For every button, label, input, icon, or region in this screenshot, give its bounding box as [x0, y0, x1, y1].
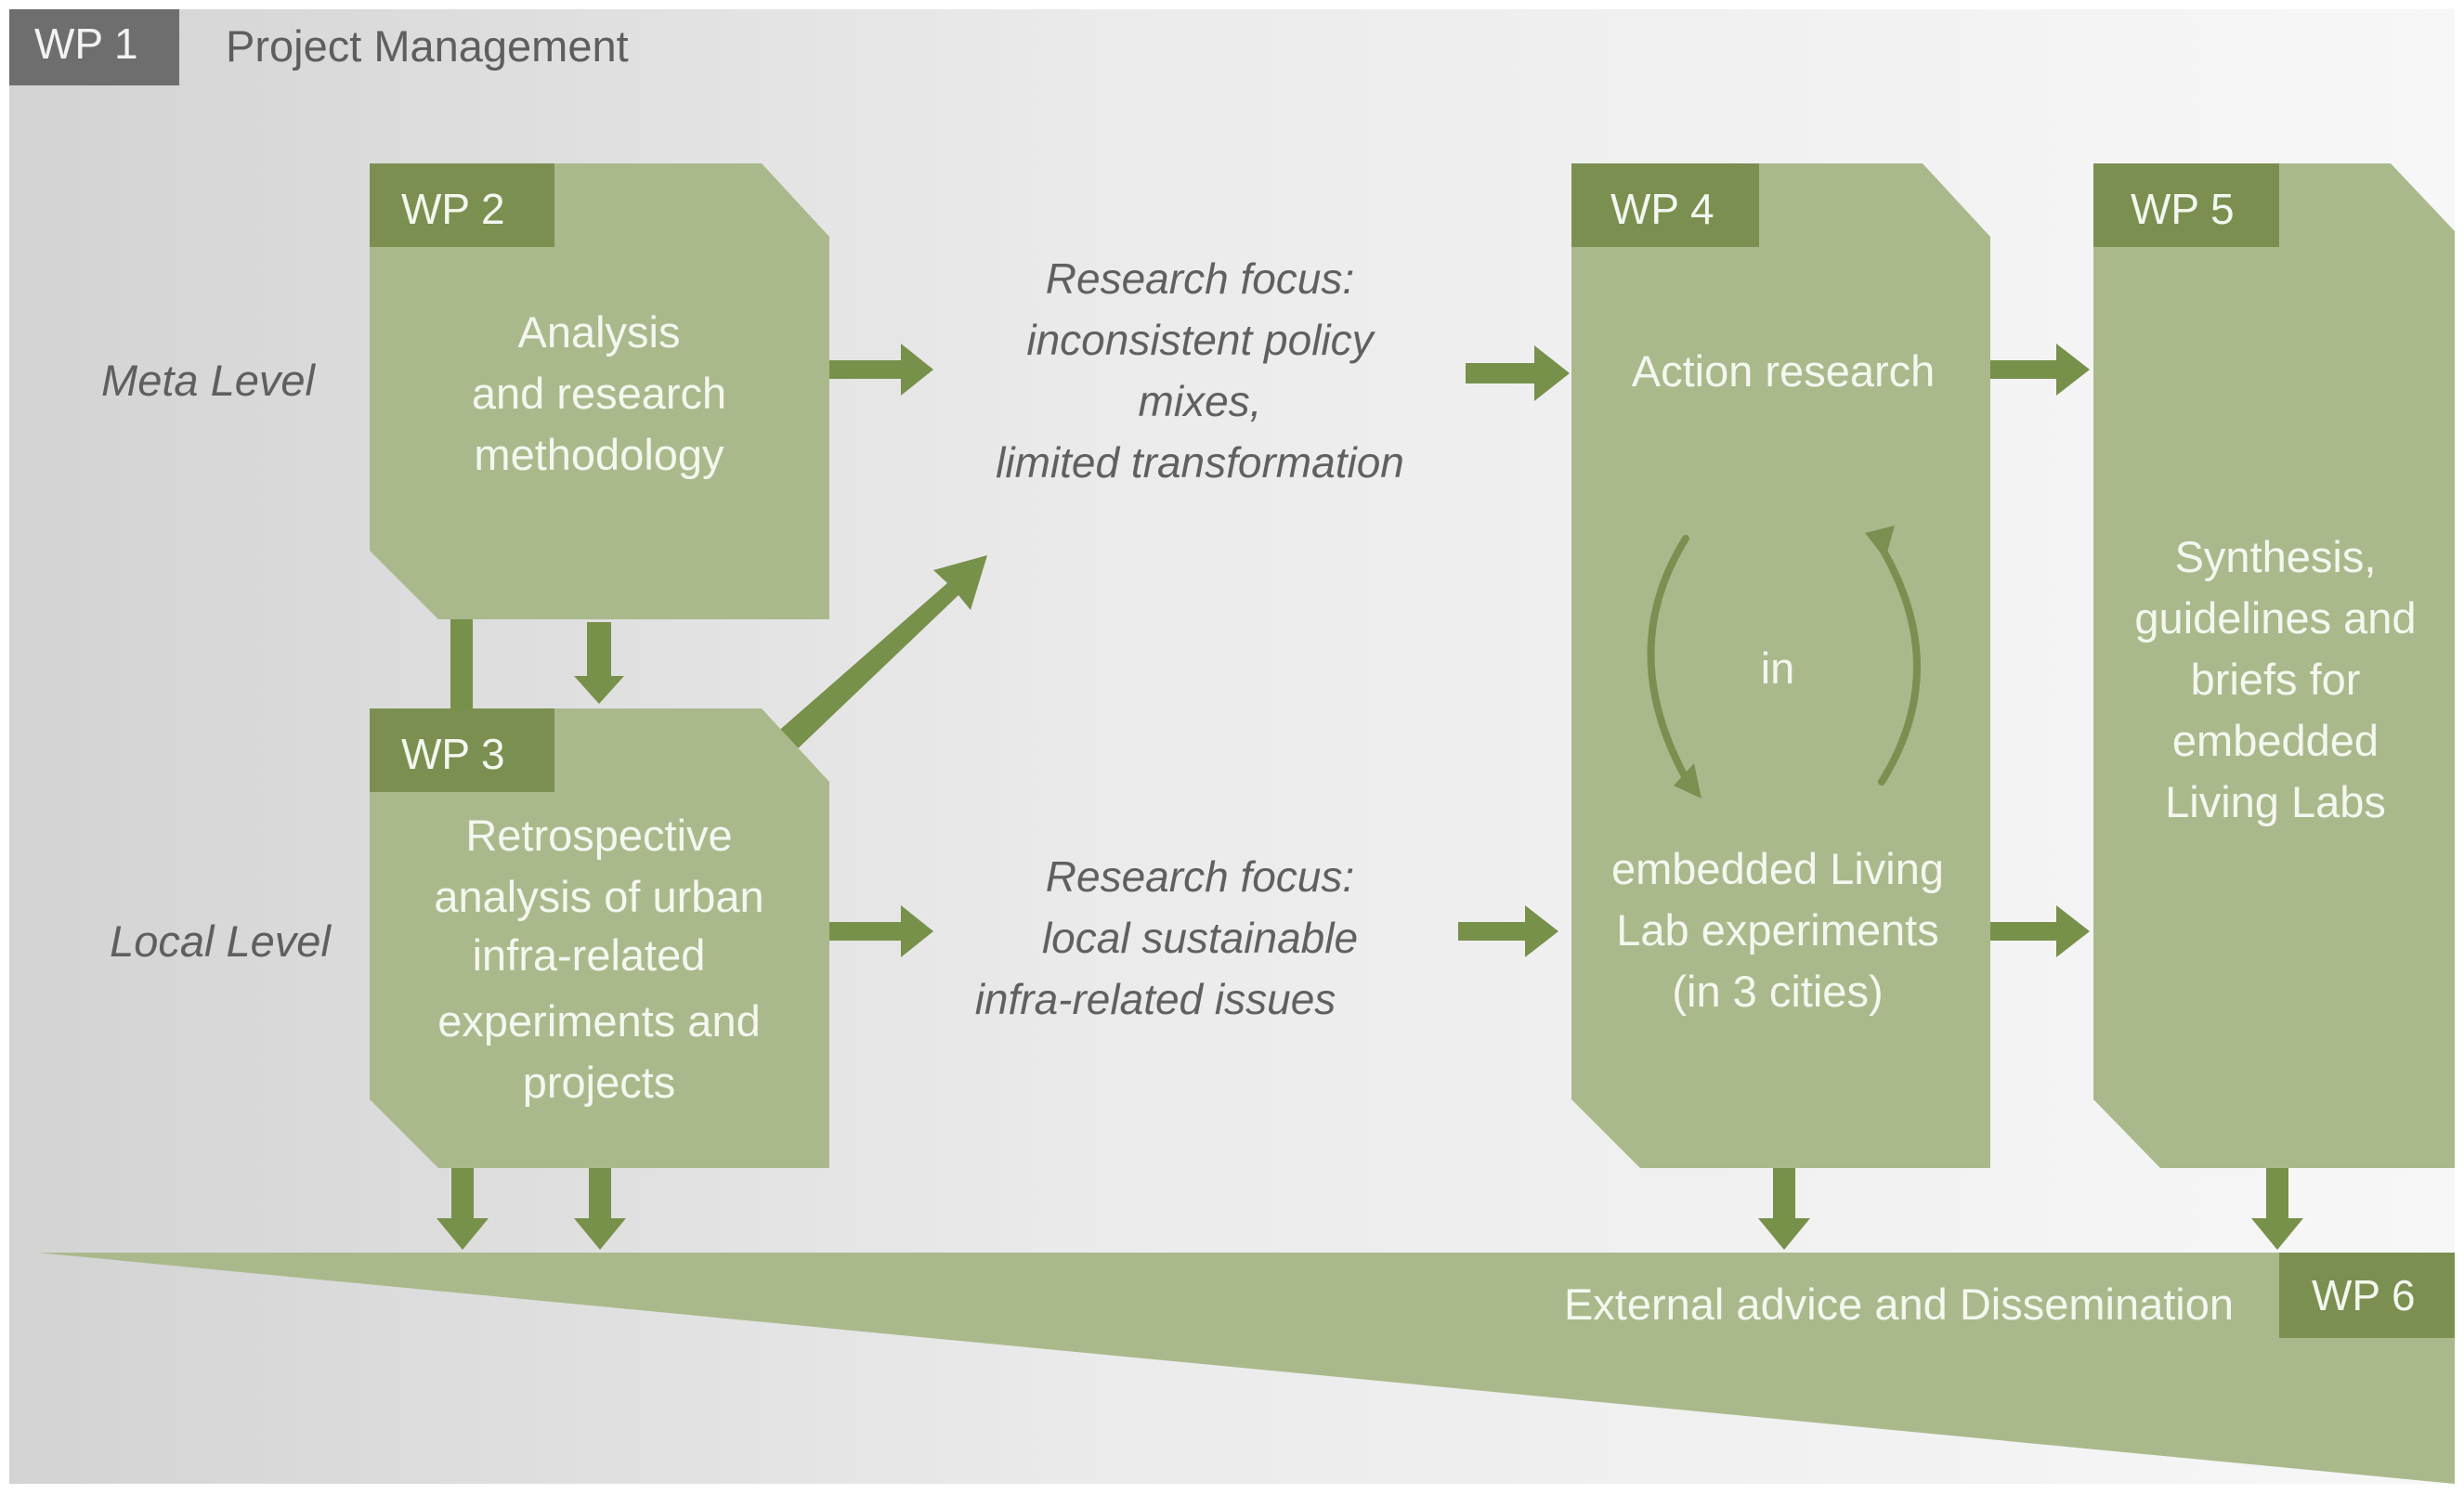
wp4-middle: in	[1761, 643, 1795, 693]
wp2-tag: WP 2	[401, 185, 505, 233]
wp3-tag: WP 3	[401, 730, 505, 778]
focus-meta-line-1: Research focus:	[1046, 254, 1354, 303]
focus-local-line-2: local sustainable	[1042, 914, 1358, 962]
wp1-title: Project Management	[226, 21, 629, 71]
focus-meta-line-4: limited transformation	[996, 438, 1404, 487]
arrow-focus-local-to-wp4	[1458, 905, 1558, 957]
dissemination-wedge	[37, 1253, 2455, 1484]
wp1-tag-box	[9, 9, 179, 85]
wp2-line-1: Analysis	[517, 307, 680, 357]
wp3-line-4: experiments and	[437, 996, 760, 1046]
wp3-tag-box	[370, 708, 554, 792]
arrow-wp3-down-right	[574, 1168, 626, 1250]
arrow-wp3-down-left	[437, 1168, 489, 1250]
arrow-wp2-to-focus-meta	[829, 344, 933, 396]
wp2-shape	[370, 163, 829, 619]
focus-meta-line-3: mixes,	[1139, 377, 1262, 425]
wp5-line-5: Living Labs	[2165, 777, 2386, 826]
wp3-line-3: infra-related	[473, 930, 706, 980]
wp4-tag: WP 4	[1610, 185, 1714, 233]
research-focus-local: Research focus: local sustainable infra-…	[975, 852, 1358, 1023]
wp5-shape	[2093, 163, 2455, 1168]
focus-local-line-3: infra-related issues	[975, 975, 1336, 1023]
local-level-label: Local Level	[110, 916, 332, 966]
wp3-box: WP 3 Retrospective analysis of urban inf…	[370, 708, 829, 1168]
wp2-tag-box	[370, 163, 554, 247]
arrow-wp4-to-wp5-bottom	[1990, 905, 2090, 957]
wp3-line-1: Retrospective	[465, 811, 732, 860]
wp3-line-5: projects	[523, 1058, 676, 1107]
arrows	[437, 344, 2303, 1250]
arrow-wp5-down	[2251, 1168, 2303, 1250]
wp6-dissemination: External advice and Dissemination WP 6	[37, 1253, 2455, 1484]
wp2-line-2: and research	[472, 369, 726, 418]
wp4-top: Action research	[1632, 346, 1936, 396]
wp5-tag-box	[2093, 163, 2279, 247]
cycle-arrow-left	[1647, 535, 1689, 782]
focus-meta-line-2: inconsistent policy	[1026, 316, 1375, 364]
cycle-arrowhead-right	[1865, 526, 1895, 559]
wp2-line-3: methodology	[474, 430, 724, 479]
meta-level-label: Meta Level	[101, 356, 316, 405]
focus-local-line-1: Research focus:	[1046, 852, 1354, 901]
wp4-tag-box	[1571, 163, 1759, 247]
wp5-line-4: embedded	[2172, 716, 2379, 765]
arrow-wp2-to-wp3	[574, 622, 624, 704]
arrow-wp3-to-focus-meta	[776, 555, 987, 752]
wp5-line-1: Synthesis,	[2175, 532, 2377, 581]
cycle-arrow-right	[1878, 544, 1921, 786]
wp6-label: External advice and Dissemination	[1564, 1280, 2234, 1329]
wp5-line-2: guidelines and	[2134, 593, 2416, 643]
wp6-tag: WP 6	[2312, 1271, 2416, 1319]
wp5-line-3: briefs for	[2191, 655, 2361, 704]
arrow-wp4-to-wp5-top	[1990, 344, 2090, 396]
wp5-box: WP 5 Synthesis, guidelines and briefs fo…	[2093, 163, 2455, 1168]
wp6-tag-box	[2279, 1253, 2455, 1338]
wp2-wp3-connector	[450, 617, 473, 710]
wp2-box: WP 2 Analysis and research methodology	[370, 163, 829, 619]
wp4-box: WP 4 Action research in embedded Living …	[1571, 163, 1990, 1168]
research-focus-meta: Research focus: inconsistent policy mixe…	[996, 254, 1404, 487]
arrow-wp4-down	[1758, 1168, 1810, 1250]
wp3-line-2: analysis of urban	[434, 872, 763, 921]
wp4-bottom-line-1: embedded Living	[1611, 844, 1944, 893]
wp1-tag: WP 1	[34, 19, 138, 68]
arrow-wp3-to-focus-local	[829, 905, 933, 957]
wp1-header: WP 1 Project Management	[9, 9, 629, 85]
wp4-bottom-line-3: (in 3 cities)	[1672, 967, 1883, 1016]
wp4-shape	[1571, 163, 1990, 1168]
arrow-focus-meta-to-wp4	[1466, 345, 1570, 401]
wp4-bottom-line-2: Lab experiments	[1616, 905, 1938, 955]
cycle-arrowhead-left	[1674, 763, 1701, 799]
wp3-shape	[370, 708, 829, 1168]
cycle-arrows	[1647, 535, 1921, 786]
wp5-tag: WP 5	[2131, 185, 2235, 233]
